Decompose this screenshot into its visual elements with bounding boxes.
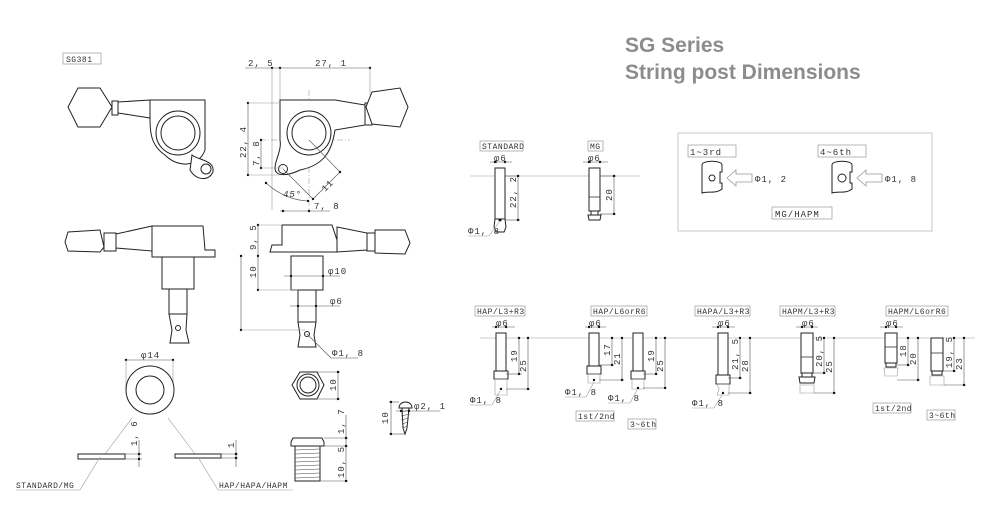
post-hole: Φ1, 8: [468, 227, 500, 237]
washer-hap-thickness: 1: [227, 442, 237, 448]
hole-size-1-3rd: Φ1, 2: [755, 175, 787, 185]
post-dim-a: 19, 5: [945, 336, 955, 368]
hole-size-4-6th: Φ1, 8: [885, 175, 917, 185]
tuner-button: [67, 87, 113, 128]
nut-head: [290, 437, 325, 447]
post-height: 20: [605, 188, 615, 201]
dim-45-degrees: 45°: [283, 190, 302, 200]
screw-diameter: φ2, 1: [414, 402, 446, 412]
post-hap-l6r6-1st-2nd: HAP/L6orR6 φ6 17 21 Φ1, 8 1st/2nd: [565, 305, 648, 422]
post-label: HAPA/L3+R3: [697, 308, 750, 317]
washer-diameter: φ14: [141, 351, 160, 361]
dim-22-4: 22, 4: [239, 126, 249, 158]
post-hole: Φ1, 8: [692, 399, 724, 409]
tuner-button-side: [64, 229, 105, 253]
post-hapm-l6r6-3-6th: 19, 5 23 3~6th: [926, 336, 966, 421]
post-hapm-l3r3: HAPM/L3+R3 φ6 20, 5 25: [779, 305, 836, 395]
post-dim-a: 17: [603, 343, 613, 356]
post-diameter: φ6: [886, 319, 899, 329]
screw-head: [398, 401, 413, 409]
dim-top-2-5: 2, 5: [248, 59, 274, 69]
tuner-top-view-left: [67, 87, 214, 179]
post-hap-l6r6-3-6th: 19 25 Φ1, 8 3~6th: [608, 332, 667, 430]
post-standard: STANDARD φ6 22, 2 Φ1, 8: [468, 140, 524, 237]
washer-standard-thickness: 1, 6: [130, 420, 140, 446]
post-dim-a: 19: [647, 349, 657, 362]
post-hap-l3r3: HAP/L3+R3 φ6 19 25 Φ1, 8: [470, 305, 530, 406]
tuner-button: [365, 87, 409, 128]
arrow-left-icon: [726, 169, 753, 187]
post-diameter: φ6: [589, 319, 602, 329]
tuner-body-side: [269, 224, 338, 253]
screw-length: 10: [381, 411, 391, 424]
hole-tag-4-6th: 4~6th: [820, 148, 852, 158]
post-dim-b: 23: [955, 357, 965, 370]
tuner-top-view-right: 2, 5 27, 1 22, 4 7, 8 11 45° 7, 8: [239, 59, 409, 213]
arrow-left-icon: [856, 169, 883, 187]
post-dim-a: 20, 5: [815, 335, 825, 367]
post-hole: Φ1, 8: [565, 388, 597, 398]
tuner-side-view-left: [64, 225, 216, 344]
dim-phi-6: φ6: [330, 297, 343, 307]
tuner-button-side: [374, 229, 411, 255]
title-line-2: String post Dimensions: [625, 61, 861, 84]
nut-hex-dim: 10: [329, 378, 339, 391]
dim-top-27-1: 27, 1: [315, 59, 347, 69]
nut-drawing: 10 1, 7 10, 5: [290, 370, 348, 483]
dim-11: 11: [320, 178, 336, 194]
post-dim-b: 28: [741, 359, 751, 372]
dim-phi-10: φ10: [328, 267, 347, 277]
box-label: MG/HAPM: [775, 210, 820, 220]
post-sub-label: 1st/2nd: [578, 413, 615, 422]
post-label: HAPM/L6orR6: [888, 308, 946, 317]
post-dim-b: 21: [613, 352, 623, 365]
nut-head-dim: 1, 7: [337, 408, 347, 434]
nut-thread-dim: 10, 5: [337, 446, 347, 478]
post-dim-b: 25: [519, 359, 529, 372]
model-label: SG381: [66, 56, 93, 65]
washer-standard-label: STANDARD/MG: [16, 482, 74, 491]
post-diameter: φ6: [588, 154, 601, 164]
dim-hole-1-8: Φ1, 8: [332, 349, 364, 359]
post-label: STANDARD: [482, 143, 524, 152]
washer-hap-label: HAP/HAPA/HAPM: [219, 482, 288, 491]
dim-10: 10: [249, 265, 259, 278]
screw-drawing: 10 φ2, 1: [381, 400, 446, 436]
post-dim-b: 25: [656, 359, 666, 372]
post-dim-b: 20: [909, 352, 919, 365]
post-diameter: φ6: [496, 319, 509, 329]
hole-tag-1-3rd: 1~3rd: [690, 148, 722, 158]
dim-9-5: 9, 5: [249, 224, 259, 250]
post-label: HAP/L3+R3: [477, 308, 525, 317]
tuner-body-side: [151, 225, 216, 258]
post-hole: Φ1, 8: [470, 396, 502, 406]
tuner-side-view-right: 9, 5 10 φ10 φ6 Φ1, 8: [239, 223, 411, 359]
post-diameter: φ6: [718, 319, 731, 329]
model-tag: SG381: [62, 52, 102, 65]
post-diameter: φ6: [494, 154, 507, 164]
post-hole: Φ1, 8: [608, 394, 640, 404]
post-sub-label: 3~6th: [929, 412, 956, 421]
post-diameter: φ6: [802, 319, 815, 329]
post-height: 22, 2: [509, 176, 519, 208]
post-label: MG: [590, 143, 601, 152]
post-hapa-l3r3: HAPA/L3+R3 φ6 21, 5 28 Φ1, 8: [692, 305, 752, 409]
post-dim-b: 25: [825, 360, 835, 373]
post-sub-label: 3~6th: [630, 421, 657, 430]
post-dim-a: 21, 5: [731, 338, 741, 370]
post-label: HAPM/L3+R3: [782, 308, 835, 317]
mg-hapm-box: 1~3rd Φ1, 2 4~6th Φ1, 8 MG/HAPM: [677, 132, 933, 232]
post-label: HAP/L6orR6: [593, 308, 646, 317]
dim-7-8-horizontal: 7, 8: [314, 202, 340, 212]
post-hapm-l6r6-1st-2nd: HAPM/L6orR6 φ6 18 20 1st/2nd: [872, 305, 949, 414]
dim-7-8-vertical: 7, 8: [252, 140, 262, 166]
post-dim-a: 18: [899, 344, 909, 357]
post-dim-a: 19: [510, 349, 520, 362]
washer-drawing: φ14 1, 6 STANDARD/MG 1 HAP/HAPA/HAPM: [16, 351, 293, 491]
post-mg: MG φ6 20: [583, 140, 616, 221]
post-sub-label: 1st/2nd: [875, 405, 912, 414]
title-line-1: SG Series: [625, 34, 724, 57]
